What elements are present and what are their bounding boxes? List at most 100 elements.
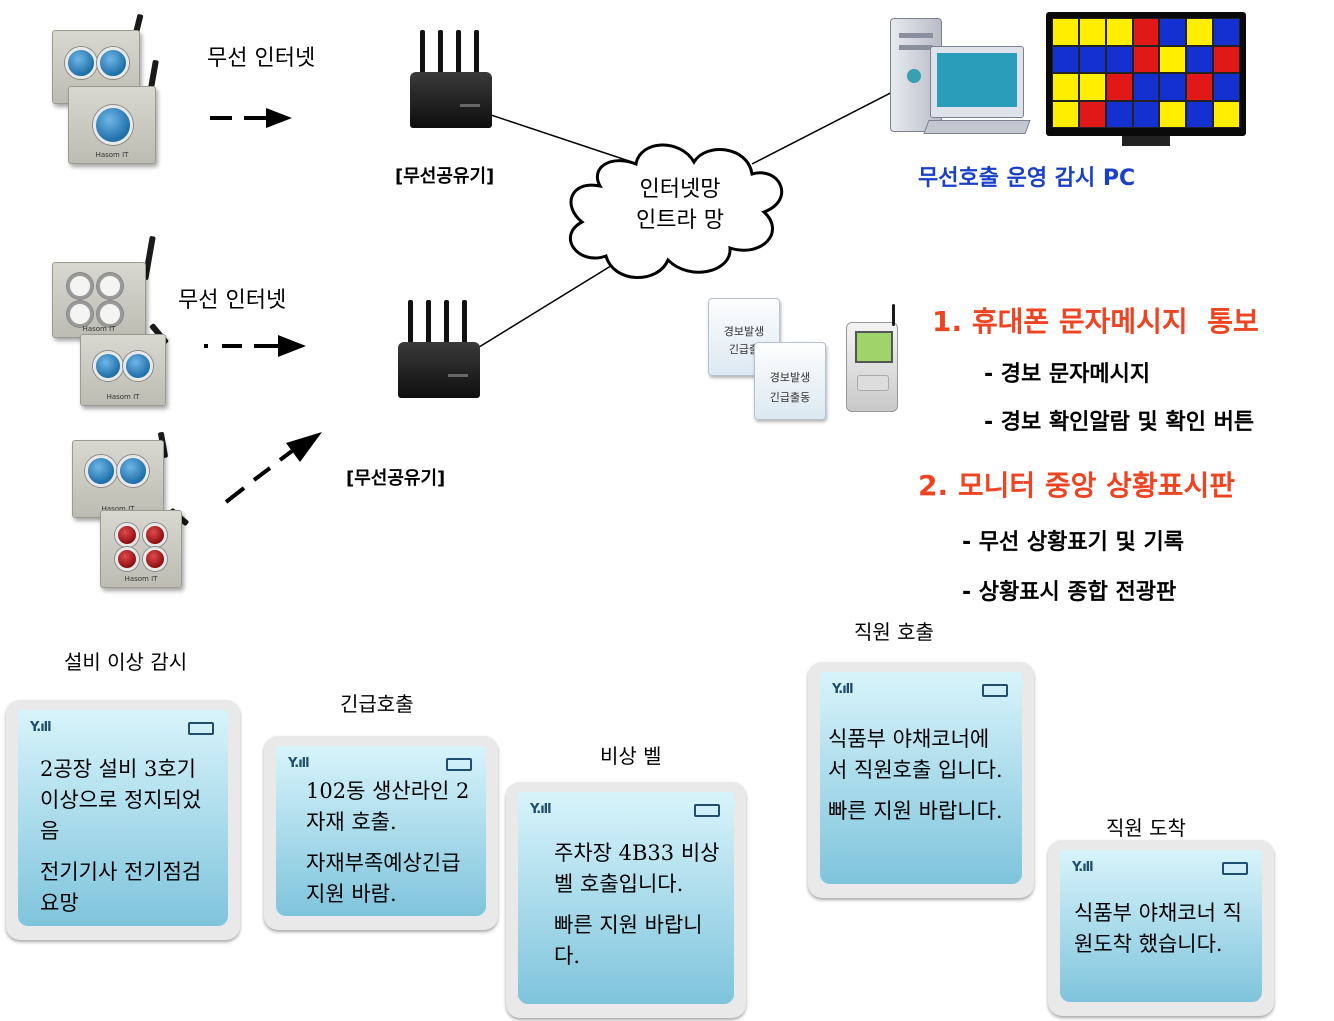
blue-button-icon (97, 47, 129, 79)
button-device-4red: Hasom IT (100, 510, 182, 588)
status-board-monitor-icon (1046, 12, 1246, 136)
sms-card-2-line2: 긴급출동 (769, 391, 811, 404)
phone-antenna (892, 304, 895, 326)
phone-message-1: Y.ıll 2공장 설비 3호기 이상으로 정지되었음 전기기사 전기점검 요망 (6, 700, 240, 940)
status-board-cell (1052, 45, 1079, 73)
sms-card-1-line2: 긴급출 (728, 343, 760, 356)
phone-screen: Y.ıll 주차장 4B33 비상벨 호출입니다. 빠른 지원 바랍니다. (518, 792, 734, 1004)
phone-message-4: Y.ıll 식품부 야채코너에서 직원호출 입니다. 빠른 지원 바랍니다. (808, 662, 1034, 898)
sms-card-2-line1: 경보발생 (769, 371, 811, 384)
battery-icon (446, 758, 472, 771)
status-board-cell (1132, 18, 1160, 46)
phone-4-para-2: 빠른 지원 바랍니다. (828, 799, 1003, 823)
status-board-cell (1213, 73, 1240, 101)
status-board-cell (1186, 18, 1214, 46)
status-board-cell (1132, 45, 1160, 73)
white-button-icon (67, 301, 93, 327)
phone-3-para-2: 빠른 지원 바랍니다. (554, 913, 703, 968)
status-board-cell (1052, 73, 1079, 101)
battery-icon (694, 804, 720, 817)
link-cloud-pc (751, 83, 909, 165)
status-board-cell (1213, 100, 1240, 128)
status-board-cell (1186, 73, 1214, 101)
white-button-icon (97, 273, 123, 299)
phone-message-3: Y.ıll 주차장 4B33 비상벨 호출입니다. 빠른 지원 바랍니다. (506, 782, 746, 1018)
cloud-line-internet: 인터넷망 (639, 177, 721, 202)
pc-label: 무선호출 운영 감시 PC (918, 166, 1136, 191)
arrow-wireless-3 (224, 432, 322, 504)
wireless-internet-label-2: 무선 인터넷 (178, 288, 287, 313)
battery-icon (1222, 862, 1248, 875)
arrow-wireless-1 (210, 108, 292, 128)
cloud-line-intranet: 인트라 망 (636, 208, 724, 233)
blue-button-icon (123, 351, 153, 381)
phone-screen: Y.ıll 102동 생산라인 2 자재 호출. 자재부족예상긴급지원 바람. (276, 746, 486, 916)
status-board-cell (1105, 73, 1133, 101)
red-button-icon (143, 523, 167, 547)
router-label-2: [무선공유기] (346, 468, 446, 489)
status-board-cell (1105, 100, 1133, 128)
status-board-cell (1159, 73, 1187, 101)
mobile-phone-icon (846, 322, 898, 412)
red-button-icon (143, 547, 167, 571)
status-board-cell (1159, 18, 1187, 46)
sms-card-1-line1: 경보발생 (723, 325, 765, 338)
white-button-icon (67, 273, 93, 299)
blue-button-icon (117, 455, 149, 487)
phone-5-para-1: 식품부 야채코너 직원도착 했습니다. (1074, 901, 1242, 956)
device-brand-text: Hasom IT (106, 393, 140, 401)
phone-2-title: 긴급호출 (340, 692, 414, 716)
blue-button-icon (93, 105, 133, 145)
phone-2-para-2: 자재부족예상긴급지원 바람. (306, 851, 461, 906)
phone-2-para-1: 102동 생산라인 2 자재 호출. (306, 779, 470, 834)
status-board-cell (1078, 73, 1106, 101)
phone-1-title: 설비 이상 감시 (64, 650, 188, 674)
router-icon (410, 30, 500, 130)
link-cloud-router2 (457, 247, 641, 361)
signal-icon: Y.ıll (1072, 860, 1094, 875)
cloud-label: 인터넷망 인트라 망 (580, 174, 780, 236)
monitor-stand (1122, 136, 1170, 146)
status-board-cell (1105, 45, 1133, 73)
status-board-cell (1078, 100, 1106, 128)
signal-icon: Y.ıll (530, 802, 552, 817)
status-board-cell (1078, 45, 1106, 73)
status-board-cell (1213, 18, 1240, 46)
battery-icon (982, 684, 1008, 697)
status-board-cell (1105, 18, 1133, 46)
phone-message-5: Y.ıll 식품부 야채코너 직원도착 했습니다. (1048, 840, 1274, 1016)
phone-screen: Y.ıll 2공장 설비 3호기 이상으로 정지되었음 전기기사 전기점검 요망 (18, 710, 228, 926)
button-device-1blue: Hasom IT (68, 86, 156, 164)
router-icon (398, 300, 488, 400)
phone-4-title: 직원 호출 (854, 620, 934, 644)
device-brand-text: Hasom IT (101, 505, 135, 513)
phone-screen: Y.ıll 식품부 야채코너 직원도착 했습니다. (1060, 850, 1262, 1002)
sms-card-2: 경보발생 긴급출동 (754, 342, 826, 420)
blue-button-icon (93, 351, 123, 381)
status-board-cell (1159, 45, 1187, 73)
feature-2-title: 2. 모니터 중앙 상황표시판 (918, 469, 1235, 502)
status-board-grid (1052, 18, 1240, 128)
arrow-wireless-2 (204, 335, 306, 357)
status-board-cell (1186, 100, 1214, 128)
status-board-cell (1132, 73, 1160, 101)
phone-3-para-1: 주차장 4B33 비상벨 호출입니다. (554, 841, 720, 896)
router-label-1: [무선공유기] (395, 166, 495, 187)
status-board-cell (1052, 18, 1079, 46)
phone-screen: Y.ıll 식품부 야채코너에서 직원호출 입니다. 빠른 지원 바랍니다. (820, 672, 1022, 884)
blue-button-icon (85, 455, 117, 487)
pc-keyboard-icon (923, 120, 1031, 134)
feature-1-item-2: - 경보 확인알람 및 확인 버튼 (984, 410, 1255, 435)
device-brand-text: Hasom IT (124, 575, 158, 583)
button-device-2blue-bottom: Hasom IT (72, 440, 164, 518)
button-device-2blue-mid: Hasom IT (80, 334, 166, 406)
phone-4-para-1: 식품부 야채코너에서 직원호출 입니다. (828, 727, 1003, 782)
feature-1-item-1: - 경보 문자메시지 (984, 362, 1151, 387)
pc-monitor-small-icon (930, 46, 1024, 118)
signal-icon: Y.ıll (288, 756, 310, 771)
blue-button-icon (65, 47, 97, 79)
status-board-cell (1052, 100, 1079, 128)
phone-1-para-1: 2공장 설비 3호기 이상으로 정지되었음 (40, 757, 202, 843)
status-board-cell (1132, 100, 1160, 128)
